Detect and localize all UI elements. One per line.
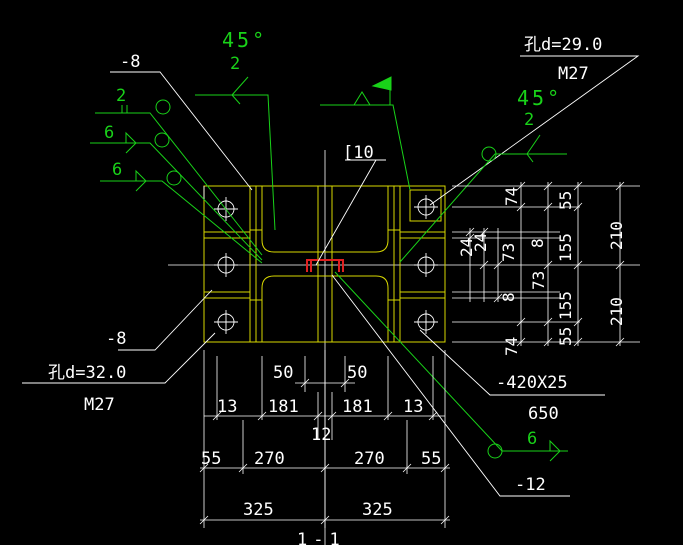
section-mark: 1-1 bbox=[297, 530, 346, 545]
weld-leader-left-2 bbox=[90, 142, 263, 261]
dim-50-left: 50 bbox=[273, 363, 293, 383]
plate-label-bottom-right: -12 bbox=[515, 475, 546, 495]
hole-label-top-right: 孔d=29.0 bbox=[524, 35, 602, 55]
weld-leader-left-1 bbox=[95, 112, 263, 256]
weld-size-top-left: 45° bbox=[222, 28, 267, 52]
weld-left-1: 2 bbox=[116, 86, 126, 106]
dim-210-top: 210 bbox=[607, 221, 626, 250]
dim-181-left: 181 bbox=[268, 397, 299, 417]
dim-181-right: 181 bbox=[342, 397, 373, 417]
dim-155-bot: 155 bbox=[556, 291, 575, 320]
plate-label-top-left: -8 bbox=[120, 52, 140, 72]
base-plate-label: -420X25 bbox=[496, 373, 568, 393]
dim-8-b: 8 bbox=[499, 292, 518, 302]
bolt-hole bbox=[414, 195, 438, 219]
dim-55-left: 55 bbox=[201, 449, 221, 469]
weld-leader-top-left bbox=[195, 94, 276, 231]
bolt-label-top-right: M27 bbox=[558, 64, 589, 84]
dim-325-right: 325 bbox=[362, 500, 393, 520]
weld-leader-left-3 bbox=[100, 180, 263, 264]
dimension-lines bbox=[199, 181, 640, 528]
dim-55-bot: 55 bbox=[556, 327, 575, 346]
weld-leader-flag bbox=[320, 104, 411, 191]
weld-symbols bbox=[90, 76, 568, 462]
weld-code-top-left: 2 bbox=[230, 54, 240, 74]
column-outline bbox=[203, 185, 446, 343]
dim-210-bot: 210 bbox=[607, 297, 626, 326]
dim-13-right: 13 bbox=[403, 397, 423, 417]
dim-73-a: 73 bbox=[499, 243, 518, 262]
base-plate-length: 650 bbox=[528, 404, 559, 424]
dim-74-top: 74 bbox=[502, 187, 521, 206]
dim-155-top: 155 bbox=[556, 233, 575, 262]
dim-270-left: 270 bbox=[254, 449, 285, 469]
bolt-hole bbox=[214, 310, 238, 334]
dim-55-right: 55 bbox=[421, 449, 441, 469]
bolt-label-bottom-left: M27 bbox=[84, 395, 115, 415]
weld-left-3: 6 bbox=[112, 160, 122, 180]
dim-270-right: 270 bbox=[354, 449, 385, 469]
dim-24-a: 24 bbox=[457, 238, 476, 257]
plate-label-bottom-left: -8 bbox=[106, 329, 126, 349]
channel-label: [10 bbox=[343, 143, 374, 163]
dim-73-b: 73 bbox=[529, 271, 548, 290]
dim-12: 12 bbox=[311, 425, 331, 445]
dim-74-bot: 74 bbox=[502, 337, 521, 356]
dim-8-a: 8 bbox=[528, 238, 547, 248]
dim-325-left: 325 bbox=[243, 500, 274, 520]
bolt-hole bbox=[414, 310, 438, 334]
hole-label-bottom-left: 孔d=32.0 bbox=[48, 363, 126, 383]
bolt-hole bbox=[214, 253, 238, 277]
dim-13-left: 13 bbox=[217, 397, 237, 417]
leader-lines bbox=[22, 55, 640, 497]
weld-code-top-right: 2 bbox=[524, 110, 534, 130]
weld-size-top-right: 45° bbox=[517, 86, 562, 110]
dim-24-b: 24 bbox=[471, 233, 490, 252]
dim-55-top: 55 bbox=[556, 191, 575, 210]
weld-leader-top-right bbox=[399, 153, 567, 263]
bolt-hole bbox=[414, 253, 438, 277]
weld-left-2: 6 bbox=[104, 123, 114, 143]
dim-50-right: 50 bbox=[347, 363, 367, 383]
weld-bottom-right: 6 bbox=[527, 429, 537, 449]
channel-section bbox=[306, 259, 344, 272]
